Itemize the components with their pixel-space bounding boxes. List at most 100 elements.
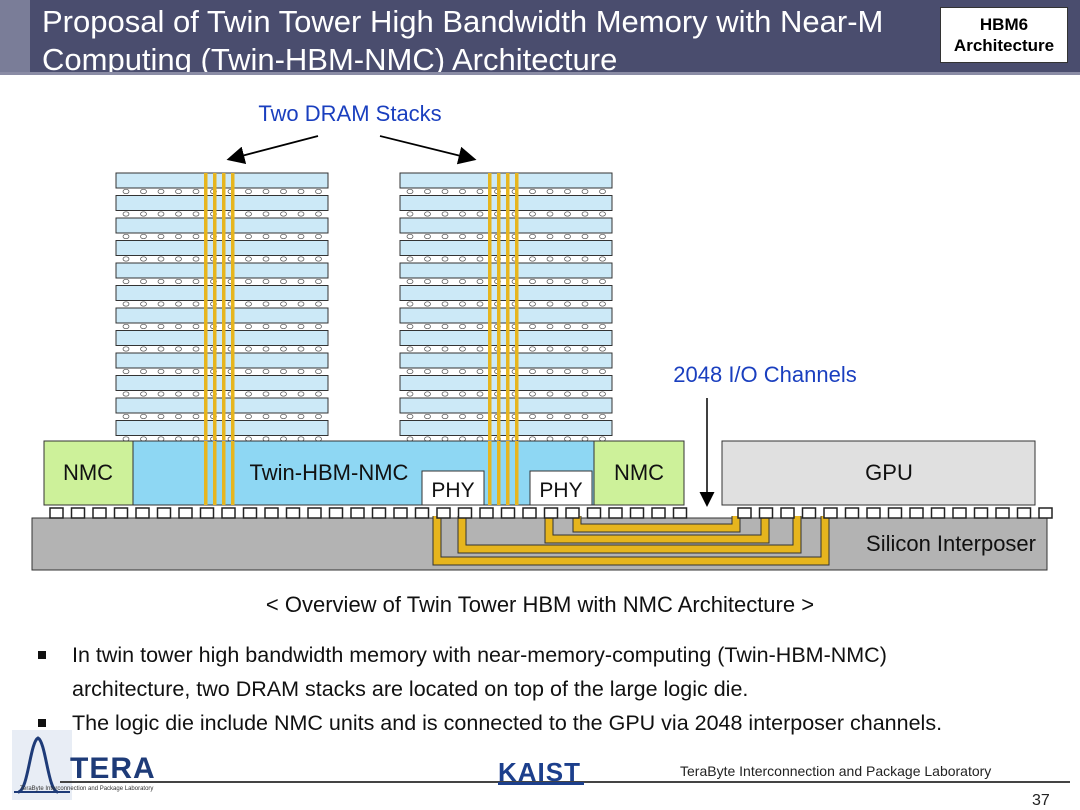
micro-bump [823,507,838,519]
micro-bump [113,507,129,519]
dram-bump [157,368,165,375]
dram-bump [192,391,200,397]
micro-bump [178,507,193,519]
header-rule [0,72,1080,75]
micro-bump [866,507,881,519]
dram-bump [245,301,252,307]
dram-bump [406,211,414,217]
slide-header: Proposal of Twin Tower High Bandwidth Me… [0,0,1080,72]
dram-bump [441,413,449,420]
dram-bump [262,301,270,307]
stacks-label: Two DRAM Stacks [258,101,441,126]
dram-bump [157,211,165,217]
dram-bump [122,256,130,262]
dram-bump [599,278,606,285]
logic-tsv [213,441,217,505]
dram-bump [280,211,287,217]
dram-bump [564,391,571,397]
dram-bump [564,211,571,217]
dram-bump [529,323,536,330]
slide-title: Proposal of Twin Tower High Bandwidth Me… [42,4,942,72]
dram-bump [192,368,200,375]
dram-bump [424,256,431,262]
dram-bump [280,188,287,195]
dram-bump [157,188,165,195]
dram-bump [424,413,431,420]
micro-bump [543,507,559,519]
dram-bump [157,346,165,352]
dram-bump [581,278,589,285]
dram-bump [315,301,322,307]
bullet-1-line-2: architecture, two DRAM stacks are locate… [72,677,749,701]
micro-bump [758,507,774,519]
badge-line-1: HBM6 [979,15,1029,34]
dram-bump [459,346,466,352]
dram-bump [459,211,466,217]
logic-tsv [231,441,235,505]
dram-bump [297,188,305,195]
micro-bump [1016,507,1032,519]
dram-bump [262,368,270,375]
dram-bump [175,278,182,285]
dram-bump [122,346,130,352]
dram-bump [140,211,147,217]
dram-bump [406,323,414,330]
logic-tsv [222,441,226,505]
dram-bump [424,391,431,397]
dram-bump [441,323,449,330]
dram-bump [175,301,182,307]
dram-stack-left [115,172,329,442]
dram-bump [424,346,431,352]
dram-bump [262,233,270,240]
nmc-left-block [43,440,134,506]
micro-bump [586,507,602,519]
dram-bump [406,346,414,352]
micro-bump [328,507,344,519]
dram-bump [280,391,287,397]
dram-bump [546,278,554,285]
header-accent-strip [0,0,30,72]
io-channels-label: 2048 I/O Channels [673,362,856,387]
dram-bump [599,413,606,420]
phy-left-label: PHY [431,479,474,502]
dram-bump [459,413,466,420]
stacks-arrow-right [379,135,477,165]
dram-bump [157,323,165,330]
dram-bump [157,278,165,285]
tsv-left [213,173,217,440]
micro-bump [801,507,817,519]
micro-bump [672,507,688,519]
dram-bump [297,391,305,397]
logic-tsv [497,441,501,505]
dram-bump [297,323,305,330]
dram-bump [245,211,252,217]
bullet-marker [38,651,46,659]
dram-bump [529,301,536,307]
dram-bump [262,256,270,262]
dram-bump [599,346,606,352]
dram-bump [192,211,200,217]
micro-bump [264,507,279,519]
micro-bump [350,507,365,519]
dram-bump [406,233,414,240]
dram-bump [476,188,484,195]
dram-bump [599,211,606,217]
tera-logo-text: TERA [70,752,156,785]
dram-bump [546,413,554,420]
tsv-right [506,173,510,440]
bullet-item-1: In twin tower high bandwidth memory with… [36,638,1066,706]
micro-bump [844,507,860,519]
logic-tsv [204,441,208,505]
dram-bump [175,256,182,262]
dram-bump [122,301,130,307]
dram-bump [192,346,200,352]
micro-bump [973,507,989,519]
dram-bump [441,391,449,397]
micro-bump [479,507,494,519]
dram-bump [140,233,147,240]
dram-bump [424,278,431,285]
dram-bump [140,301,147,307]
dram-bump [441,368,449,375]
dram-bump [476,301,484,307]
dram-bump [424,188,431,195]
